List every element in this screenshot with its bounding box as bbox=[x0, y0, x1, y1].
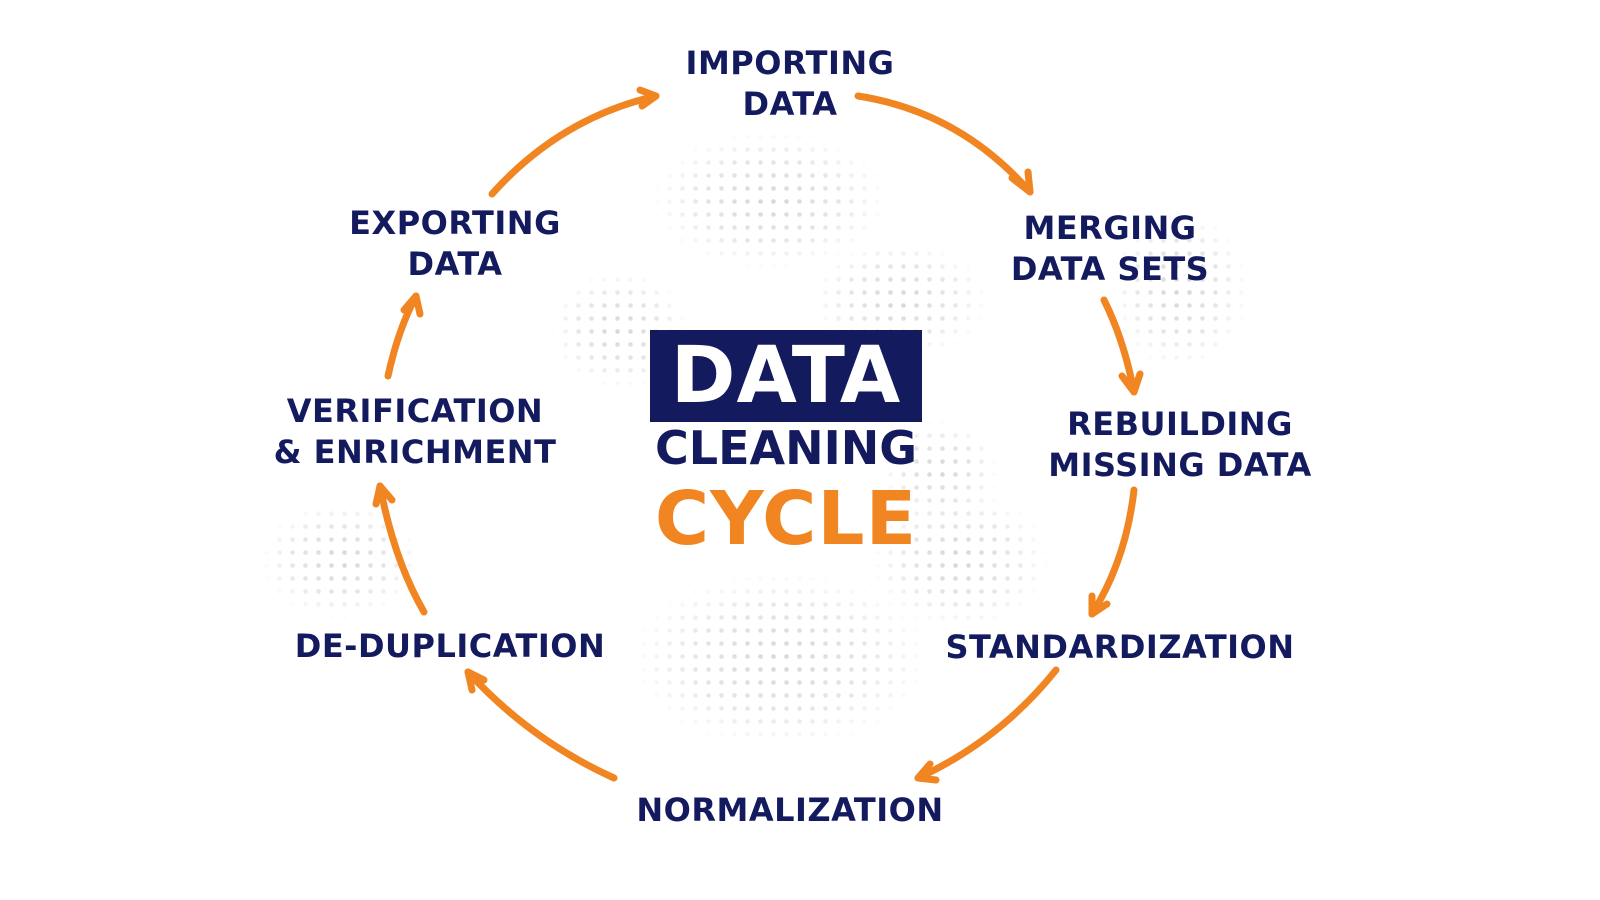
step-standardization: STANDARDIZATION bbox=[935, 627, 1305, 668]
step-label-line: & ENRICHMENT bbox=[273, 433, 557, 471]
step-label-line: MERGING bbox=[1023, 209, 1197, 247]
step-label-line: IMPORTING bbox=[685, 44, 895, 82]
step-label-line: DATA SETS bbox=[1010, 250, 1210, 288]
step-label-line: NORMALIZATION bbox=[636, 791, 944, 829]
arrow-importing-to-merging bbox=[854, 92, 1034, 196]
title-data: DATA bbox=[670, 331, 902, 421]
step-normalization: NORMALIZATION bbox=[625, 790, 955, 831]
step-label-line: EXPORTING bbox=[349, 204, 561, 242]
step-label-line: DE-DUPLICATION bbox=[294, 627, 606, 665]
arrow-deduplication-to-verification bbox=[376, 482, 428, 616]
step-de-duplication: DE-DUPLICATION bbox=[280, 626, 620, 667]
step-importing-data: IMPORTING DATA bbox=[660, 43, 920, 125]
arrowhead-icon bbox=[1008, 168, 1034, 196]
step-rebuilding-missing-data: REBUILDING MISSING DATA bbox=[1030, 404, 1330, 486]
arrow-rebuilding-to-standardization bbox=[1088, 486, 1138, 618]
arrowhead-icon bbox=[464, 668, 488, 694]
arrowhead-icon bbox=[400, 292, 424, 318]
step-label-line: MISSING DATA bbox=[1048, 446, 1312, 484]
arrow-merging-to-rebuilding bbox=[1100, 296, 1138, 396]
step-verification-enrichment: VERIFICATION & ENRICHMENT bbox=[255, 391, 575, 473]
arrowhead-icon bbox=[372, 482, 396, 508]
arrowhead-icon bbox=[636, 86, 660, 110]
arrowhead-icon bbox=[1088, 592, 1111, 618]
title-cleaning: CLEANING bbox=[655, 421, 917, 475]
arrow-normalization-to-deduplication bbox=[464, 668, 618, 782]
step-label-line: REBUILDING bbox=[1067, 405, 1293, 443]
arrowhead-icon bbox=[914, 760, 940, 784]
step-label-line: STANDARDIZATION bbox=[945, 628, 1295, 666]
cycle-arrows bbox=[372, 86, 1144, 784]
arrow-exporting-to-importing bbox=[488, 92, 660, 198]
step-label-line: DATA bbox=[407, 245, 503, 283]
step-label-line: DATA bbox=[742, 85, 838, 123]
arrow-standardization-to-normalization bbox=[914, 666, 1060, 782]
step-exporting-data: EXPORTING DATA bbox=[330, 203, 580, 285]
title-highlight-box bbox=[650, 330, 922, 422]
step-label-line: VERIFICATION bbox=[286, 392, 544, 430]
arrowhead-icon bbox=[1118, 370, 1144, 396]
step-merging-data-sets: MERGING DATA SETS bbox=[990, 208, 1230, 290]
title-cycle: CYCLE bbox=[654, 476, 918, 562]
